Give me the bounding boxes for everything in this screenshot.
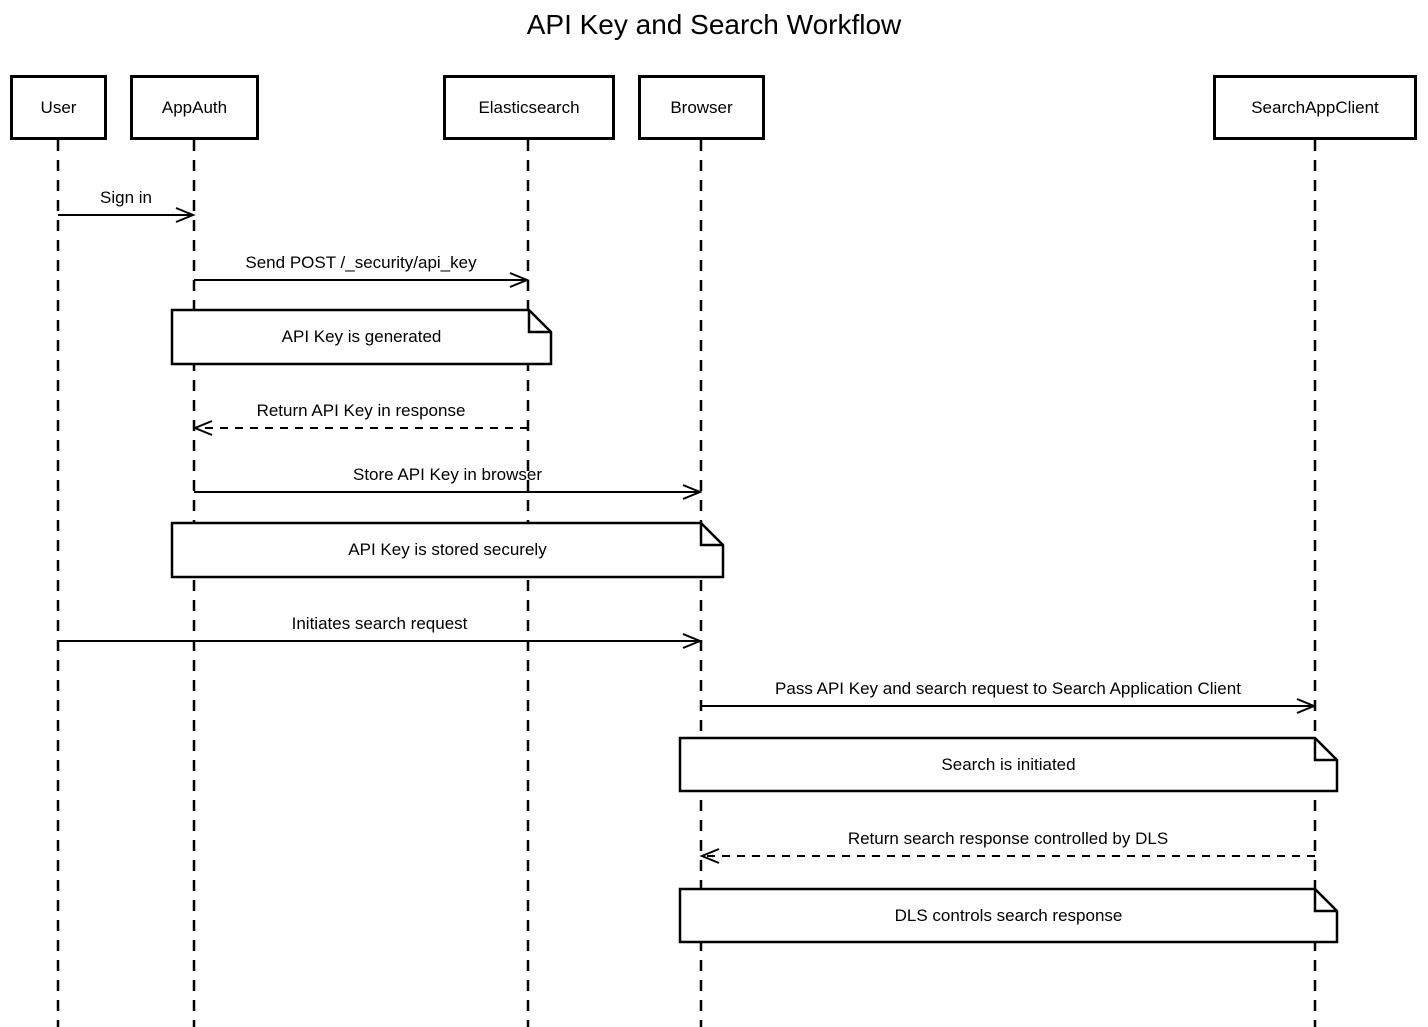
participant-box-searchappclient: SearchAppClient <box>1213 75 1417 140</box>
note-label-dls-controls: DLS controls search response <box>894 905 1123 925</box>
message-arrow-store-api-key <box>194 484 703 500</box>
message-label-send-post: Send POST /_security/api_key <box>245 253 477 272</box>
note-api-key-generated <box>170 308 553 366</box>
note-label-search-initiated: Search is initiated <box>941 754 1076 774</box>
message-arrow-pass-api-key <box>701 698 1317 714</box>
participant-label-searchappclient: SearchAppClient <box>1251 97 1379 117</box>
note-search-initiated <box>678 736 1339 793</box>
message-arrow-initiates-search <box>58 633 703 649</box>
note-label-api-key-stored: API Key is stored securely <box>348 540 547 559</box>
message-label-initiates-search: Initiates search request <box>291 614 468 633</box>
message-label-pass-api-key: Pass API Key and search request to Searc… <box>775 679 1241 698</box>
message-arrow-sign-in <box>58 207 196 223</box>
participant-label-elasticsearch: Elasticsearch <box>478 97 580 117</box>
participant-label-appauth: AppAuth <box>161 97 228 117</box>
note-api-key-stored <box>170 521 725 579</box>
diagram-title: API Key and Search Workflow <box>526 9 902 40</box>
participant-box-elasticsearch: Elasticsearch <box>443 75 615 140</box>
participant-box-user: User <box>10 75 107 140</box>
participant-label-user: User <box>40 97 77 117</box>
message-label-store-api-key: Store API Key in browser <box>353 465 542 484</box>
message-label-sign-in: Sign in <box>100 188 152 207</box>
message-arrow-send-post <box>194 272 530 288</box>
message-label-return-api-key: Return API Key in response <box>256 401 466 420</box>
message-arrow-return-search-response <box>699 848 1315 864</box>
participant-label-browser: Browser <box>670 97 733 117</box>
participant-box-browser: Browser <box>638 75 765 140</box>
message-arrow-return-api-key <box>192 420 528 436</box>
note-label-api-key-generated: API Key is generated <box>281 327 442 346</box>
note-dls-controls <box>678 887 1339 944</box>
message-label-return-search-response: Return search response controlled by DLS <box>847 829 1169 848</box>
participant-box-appauth: AppAuth <box>130 75 259 140</box>
